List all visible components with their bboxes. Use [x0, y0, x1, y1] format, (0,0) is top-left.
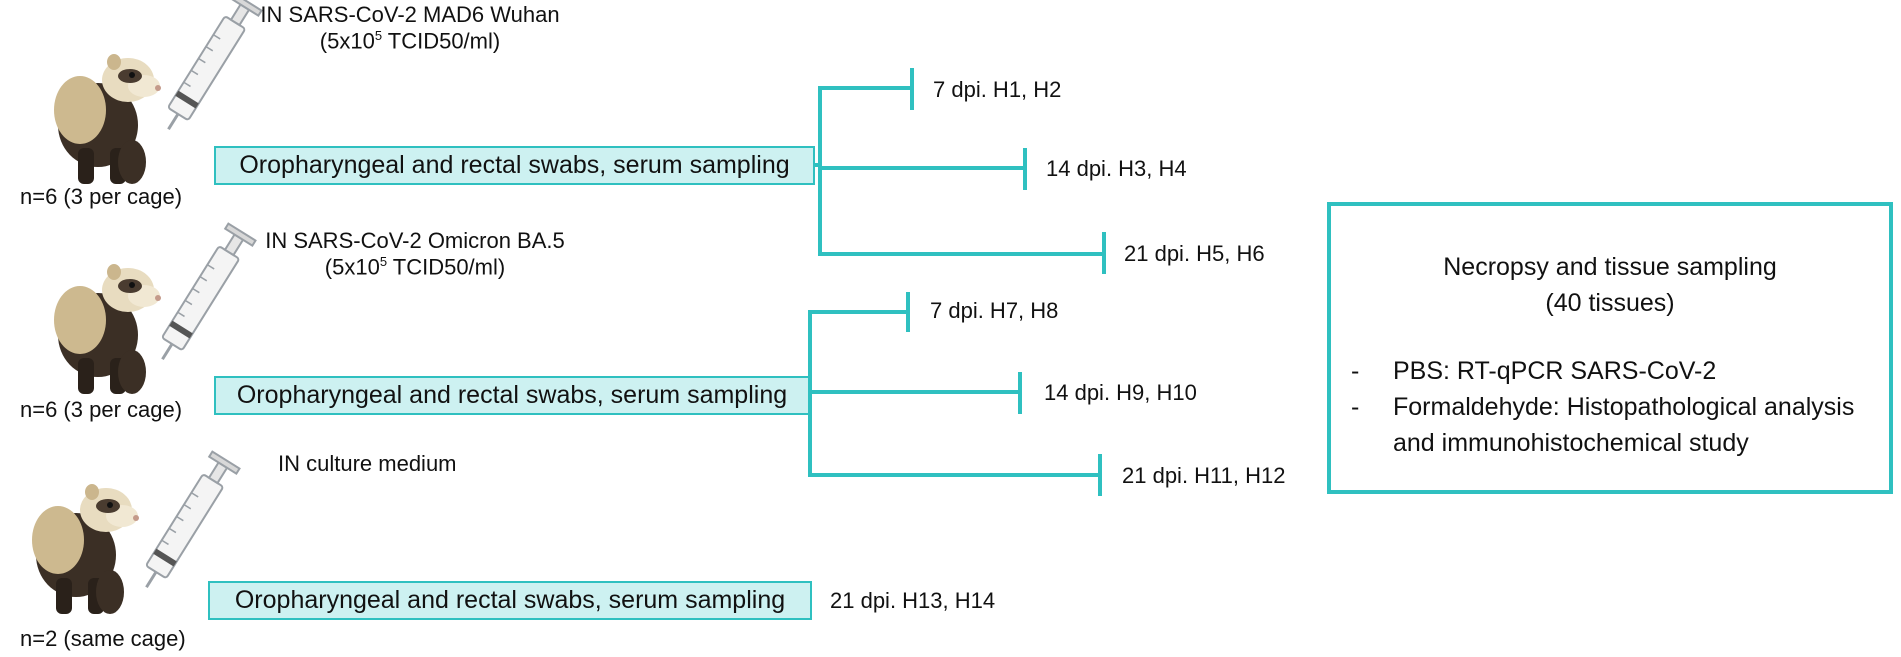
necropsy-title: Necropsy and tissue sampling (40 tissues…: [1331, 249, 1889, 321]
swab-sampling-box: Oropharyngeal and rectal swabs, serum sa…: [214, 376, 810, 415]
connector-lines: [808, 68, 1106, 496]
syringe-icon: [131, 450, 242, 598]
necropsy-list: -PBS: RT-qPCR SARS-CoV-2 -Formaldehyde: …: [1351, 353, 1854, 461]
endpoint-label: 7 dpi. H1, H2: [933, 77, 1062, 102]
inoculation-line-1: IN SARS-CoV-2 MAD6 Wuhan: [260, 2, 560, 27]
list-item: -Formaldehyde: Histopathological analysi…: [1351, 393, 1855, 457]
syringe-icon: [153, 0, 264, 140]
endpoint-label: 21 dpi. H11, H12: [1122, 463, 1286, 488]
group-3-inoculation: IN culture medium: [278, 451, 457, 476]
group-1-inoculation: IN SARS-CoV-2 MAD6 Wuhan (5x105 TCID50/m…: [260, 2, 560, 55]
swab-sampling-box: Oropharyngeal and rectal swabs, serum sa…: [214, 146, 815, 185]
necropsy-title-line-2: (40 tissues): [1545, 289, 1675, 317]
endpoint-label: 7 dpi. H7, H8: [930, 298, 1059, 323]
necropsy-box: Necropsy and tissue sampling (40 tissues…: [1327, 202, 1893, 494]
endpoint-label: 14 dpi. H9, H10: [1044, 380, 1197, 405]
endpoint-label: 21 dpi. H13, H14: [830, 588, 996, 613]
inoculation-line-2: (5x105 TCID50/ml): [319, 28, 501, 54]
swab-sampling-box: Oropharyngeal and rectal swabs, serum sa…: [208, 581, 812, 620]
list-item-text: PBS: RT-qPCR SARS-CoV-2: [1393, 357, 1717, 385]
inoculation-line-2: (5x105 TCID50/ml): [324, 254, 506, 280]
list-item-text: Formaldehyde: Histopathological analysis: [1393, 393, 1855, 421]
ferret-icon: [32, 484, 139, 614]
endpoint-label: 21 dpi. H5, H6: [1124, 241, 1265, 266]
syringe-icon: [147, 222, 258, 370]
necropsy-title-line-1: Necropsy and tissue sampling: [1443, 253, 1777, 281]
group-3-n-label: n=2 (same cage): [20, 626, 186, 651]
ferret-icon: [54, 54, 161, 184]
list-item: -PBS: RT-qPCR SARS-CoV-2: [1351, 357, 1717, 385]
endpoint-label: 14 dpi. H3, H4: [1046, 156, 1187, 181]
group-2-inoculation: IN SARS-CoV-2 Omicron BA.5 (5x105 TCID50…: [260, 228, 570, 281]
group-2-n-label: n=6 (3 per cage): [20, 397, 183, 422]
list-item-text: and immunohistochemical study: [1393, 429, 1749, 457]
inoculation-line-1: IN SARS-CoV-2 Omicron BA.5: [265, 228, 565, 253]
group-1-n-label: n=6 (3 per cage): [20, 184, 183, 209]
ferret-icon: [54, 264, 161, 394]
